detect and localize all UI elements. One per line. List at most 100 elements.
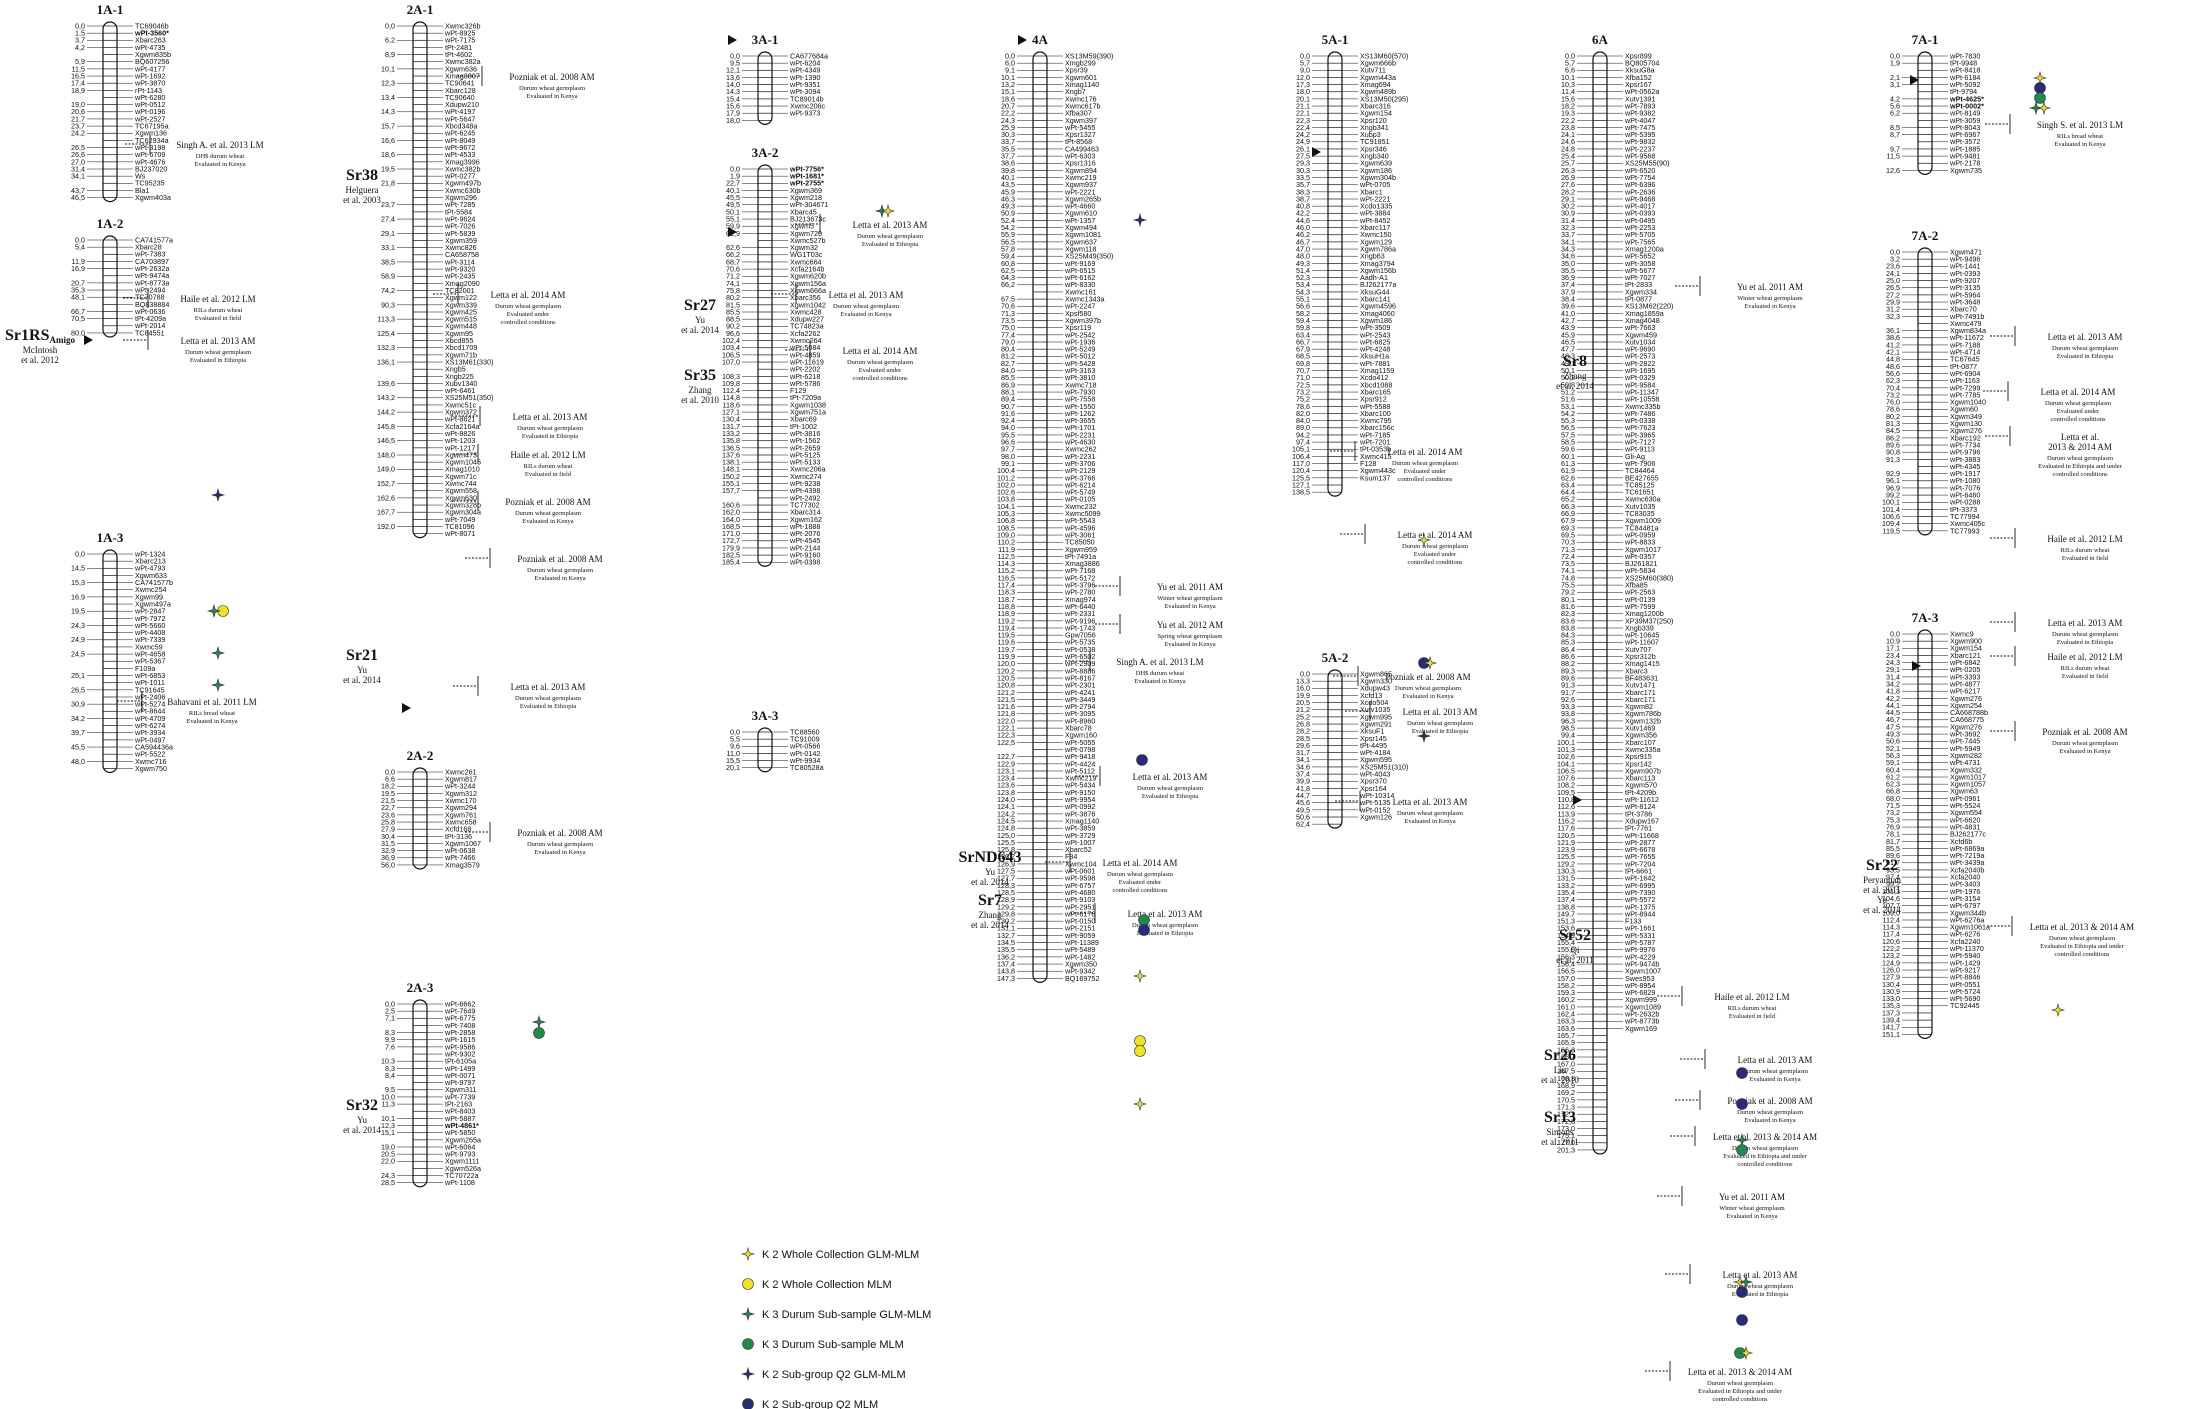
position-label: 91,3 (1886, 455, 1900, 464)
position-label: 10,1 (1561, 73, 1575, 82)
marker-label: Xbarc171 (1625, 695, 1656, 704)
position-label: 0,0 (730, 727, 740, 736)
marker-label: wPt-6869a (1949, 844, 1984, 853)
gene-reference: et al. 2014 (971, 920, 1009, 930)
marker-label: XksuF1 (1360, 727, 1384, 736)
annotation-detail: Evaluated under (859, 367, 902, 374)
position-label: 29,9 (1886, 297, 1900, 306)
position-label: 132,7 (997, 931, 1015, 940)
position-label: 103,4 (722, 343, 740, 352)
marker-label: wPt-1163 (1949, 376, 1980, 385)
marker-label: Xgwm526a (445, 1164, 481, 1173)
marker-label: Xbarc1 (1360, 187, 1383, 196)
gene-reference: McIntosh (23, 345, 58, 355)
circle-symbol (1736, 1067, 1748, 1079)
position-label: 15,6 (726, 101, 740, 110)
marker-label: Xmag1140 (1065, 80, 1099, 89)
marker-label: wPt-5112 (1064, 766, 1095, 775)
chromosome-title: 7A-1 (1912, 32, 1939, 47)
position-label: 133,2 (722, 429, 740, 438)
position-label: 80,2 (726, 293, 740, 302)
position-label: 50,6 (1886, 737, 1900, 746)
position-label: 73,2 (1886, 390, 1900, 399)
marker-label: Xwmc261 (445, 767, 477, 776)
marker-label: Xpsr312b (1625, 652, 1656, 661)
marker-label: XS25M51(310) (1360, 762, 1408, 771)
annotation-title: Letta et al. 2013 AM (1393, 797, 1468, 807)
position-label: 89,6 (1886, 440, 1900, 449)
position-label: 43,9 (1561, 323, 1575, 332)
position-label: 0,0 (1565, 51, 1575, 60)
position-label: 56,3 (1886, 751, 1900, 760)
marker-label: wPt-0105 (1064, 495, 1095, 504)
gene-name: Sr1RSAmigo (5, 327, 75, 345)
position-label: 25,9 (1001, 123, 1015, 132)
circle-symbol (1134, 1045, 1146, 1057)
centromere-arrow-icon (84, 335, 93, 345)
marker-label: wPt-0398 (789, 558, 820, 567)
position-label: 31,4 (1561, 216, 1575, 225)
position-label: 61,9 (1561, 466, 1575, 475)
marker-label: BQ805704 (1625, 59, 1659, 68)
position-label: 22,1 (1296, 109, 1310, 118)
position-label: 48,0 (71, 757, 85, 766)
position-label: 16,0 (1296, 684, 1310, 693)
marker-label: wPt-5588 (1359, 402, 1390, 411)
position-label: 118,8 (998, 602, 1015, 611)
position-label: 104,6 (1882, 894, 1900, 903)
marker-label: Xgwm350 (1065, 959, 1097, 968)
marker-label: TC62934a (135, 136, 169, 145)
position-label: 134,5 (997, 938, 1015, 947)
position-label: 68,7 (726, 257, 740, 266)
position-label: 99,2 (1886, 880, 1900, 889)
marker-label: wPt-0393 (1949, 269, 1980, 278)
marker-label: wPt-5522 (134, 750, 165, 759)
position-label: 93,3 (1561, 702, 1575, 711)
marker-label: Xcfd6b (1950, 837, 1972, 846)
position-label: 121,6 (997, 702, 1015, 711)
position-label: 9,0 (1300, 66, 1310, 75)
marker-label: wPt-10314 (1359, 791, 1394, 800)
position-label: 30,9 (1561, 209, 1575, 218)
position-label: 34,1 (1296, 755, 1310, 764)
chromosome-title: 3A-3 (752, 708, 779, 723)
position-label: 59,4 (1001, 252, 1015, 261)
chromosome-1a-1: 1A-1TC69046b0,0wPt-3560*1,5Xbarc2633,7wP… (71, 2, 171, 203)
position-label: 59,9 (726, 222, 740, 231)
marker-label: wPt-3095 (1064, 709, 1095, 718)
position-label: 99,4 (1561, 731, 1575, 740)
annotation-detail: Durum wheat germplasm (1737, 1109, 1803, 1116)
annotation-title: Pozniak et al. 2008 AM (509, 72, 594, 82)
position-label: 11,5 (1887, 152, 1900, 161)
marker-label: wPt-2231 (1064, 430, 1095, 439)
position-label: 96,6 (726, 329, 740, 338)
annotation-detail: Evaluated in Ethiopia (862, 241, 918, 248)
marker-label: wPt-3439a (1949, 858, 1984, 867)
marker-label: Xgwm330 (1360, 677, 1392, 686)
position-label: 5,9 (75, 57, 85, 66)
position-label: 75,8 (726, 286, 740, 295)
position-label: 38,7 (1296, 194, 1310, 203)
marker-label: Xpsr899 (1625, 51, 1652, 60)
annotation-detail: Evaluated in Kenya (1164, 641, 1215, 648)
marker-label: wPt-2331 (1064, 609, 1095, 618)
position-label: 8,3 (385, 1064, 395, 1073)
position-label: 65,2 (1561, 495, 1575, 504)
marker-label: Xpsr346 (1360, 144, 1387, 153)
position-label: 38,6 (1886, 333, 1900, 342)
position-label: 22,7 (726, 179, 740, 188)
marker-label: Xgwm786a (1360, 244, 1396, 253)
marker-label: Aadh-A1 (1360, 273, 1388, 282)
position-label: 80,0 (71, 328, 85, 337)
position-label: 57,5 (1561, 430, 1575, 439)
position-label: 135,3 (1882, 1001, 1900, 1010)
marker-label: wPt-4596 (1064, 523, 1095, 532)
position-label: 73,2 (1886, 808, 1900, 817)
annotation-title: Letta et al. 2013 AM (853, 220, 928, 230)
position-label: 125,5 (1292, 473, 1310, 482)
position-label: 124,5 (997, 816, 1015, 825)
annotation-title: Letta et al. 2013 AM (511, 682, 586, 692)
